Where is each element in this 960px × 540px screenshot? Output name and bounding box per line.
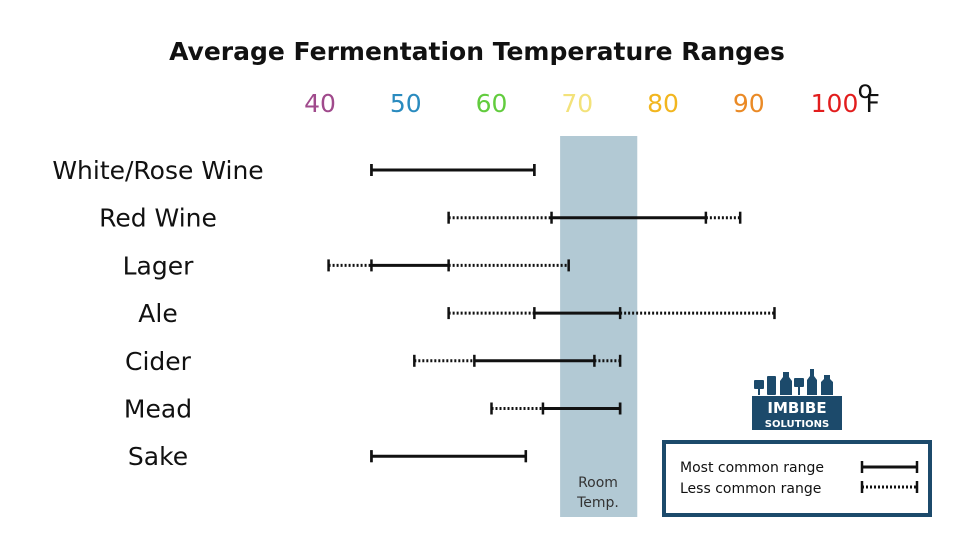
x-tick-60: 60 bbox=[476, 89, 508, 118]
logo-text-imbibe: IMBIBE bbox=[767, 399, 826, 417]
x-tick-40: 40 bbox=[304, 89, 336, 118]
range-ale bbox=[447, 307, 776, 320]
category-label-red-wine: Red Wine bbox=[99, 204, 217, 233]
legend-most-common-label: Most common range bbox=[680, 460, 824, 476]
logo-text-solutions: SOLUTIONS bbox=[765, 419, 829, 430]
room-temp-label-line1: Room bbox=[578, 475, 618, 491]
unit-degree: o bbox=[858, 75, 873, 104]
x-tick-labels: 40 50 60 70 80 90 100 bbox=[304, 89, 858, 118]
x-tick-70: 70 bbox=[561, 89, 593, 118]
range-sake bbox=[370, 450, 528, 463]
x-tick-90: 90 bbox=[733, 89, 765, 118]
range-red-wine bbox=[447, 211, 742, 224]
legend-less-common-label: Less common range bbox=[680, 481, 821, 497]
x-tick-80: 80 bbox=[647, 89, 679, 118]
room-temp-band bbox=[560, 136, 638, 517]
range-cider bbox=[413, 354, 622, 367]
chart-title: Average Fermentation Temperature Ranges bbox=[169, 37, 785, 66]
imbibe-logo: IMBIBE SOLUTIONS bbox=[752, 369, 842, 430]
category-label-ale: Ale bbox=[138, 299, 177, 328]
bottles-icon bbox=[754, 369, 833, 395]
range-lager bbox=[327, 259, 570, 272]
category-label-white-rose-wine: White/Rose Wine bbox=[52, 156, 263, 185]
category-label-cider: Cider bbox=[125, 347, 192, 376]
range-mead bbox=[490, 402, 622, 415]
range-white-rose-wine bbox=[370, 164, 536, 176]
legend: Most common range Less common range bbox=[662, 440, 932, 517]
category-label-mead: Mead bbox=[124, 395, 192, 424]
category-label-lager: Lager bbox=[123, 251, 194, 280]
unit-letter: F bbox=[866, 89, 880, 118]
x-tick-50: 50 bbox=[390, 89, 422, 118]
category-label-sake: Sake bbox=[128, 442, 188, 471]
x-tick-100: 100 bbox=[811, 89, 859, 118]
range-bars bbox=[327, 164, 776, 463]
room-temp-label-line2: Temp. bbox=[576, 495, 619, 511]
